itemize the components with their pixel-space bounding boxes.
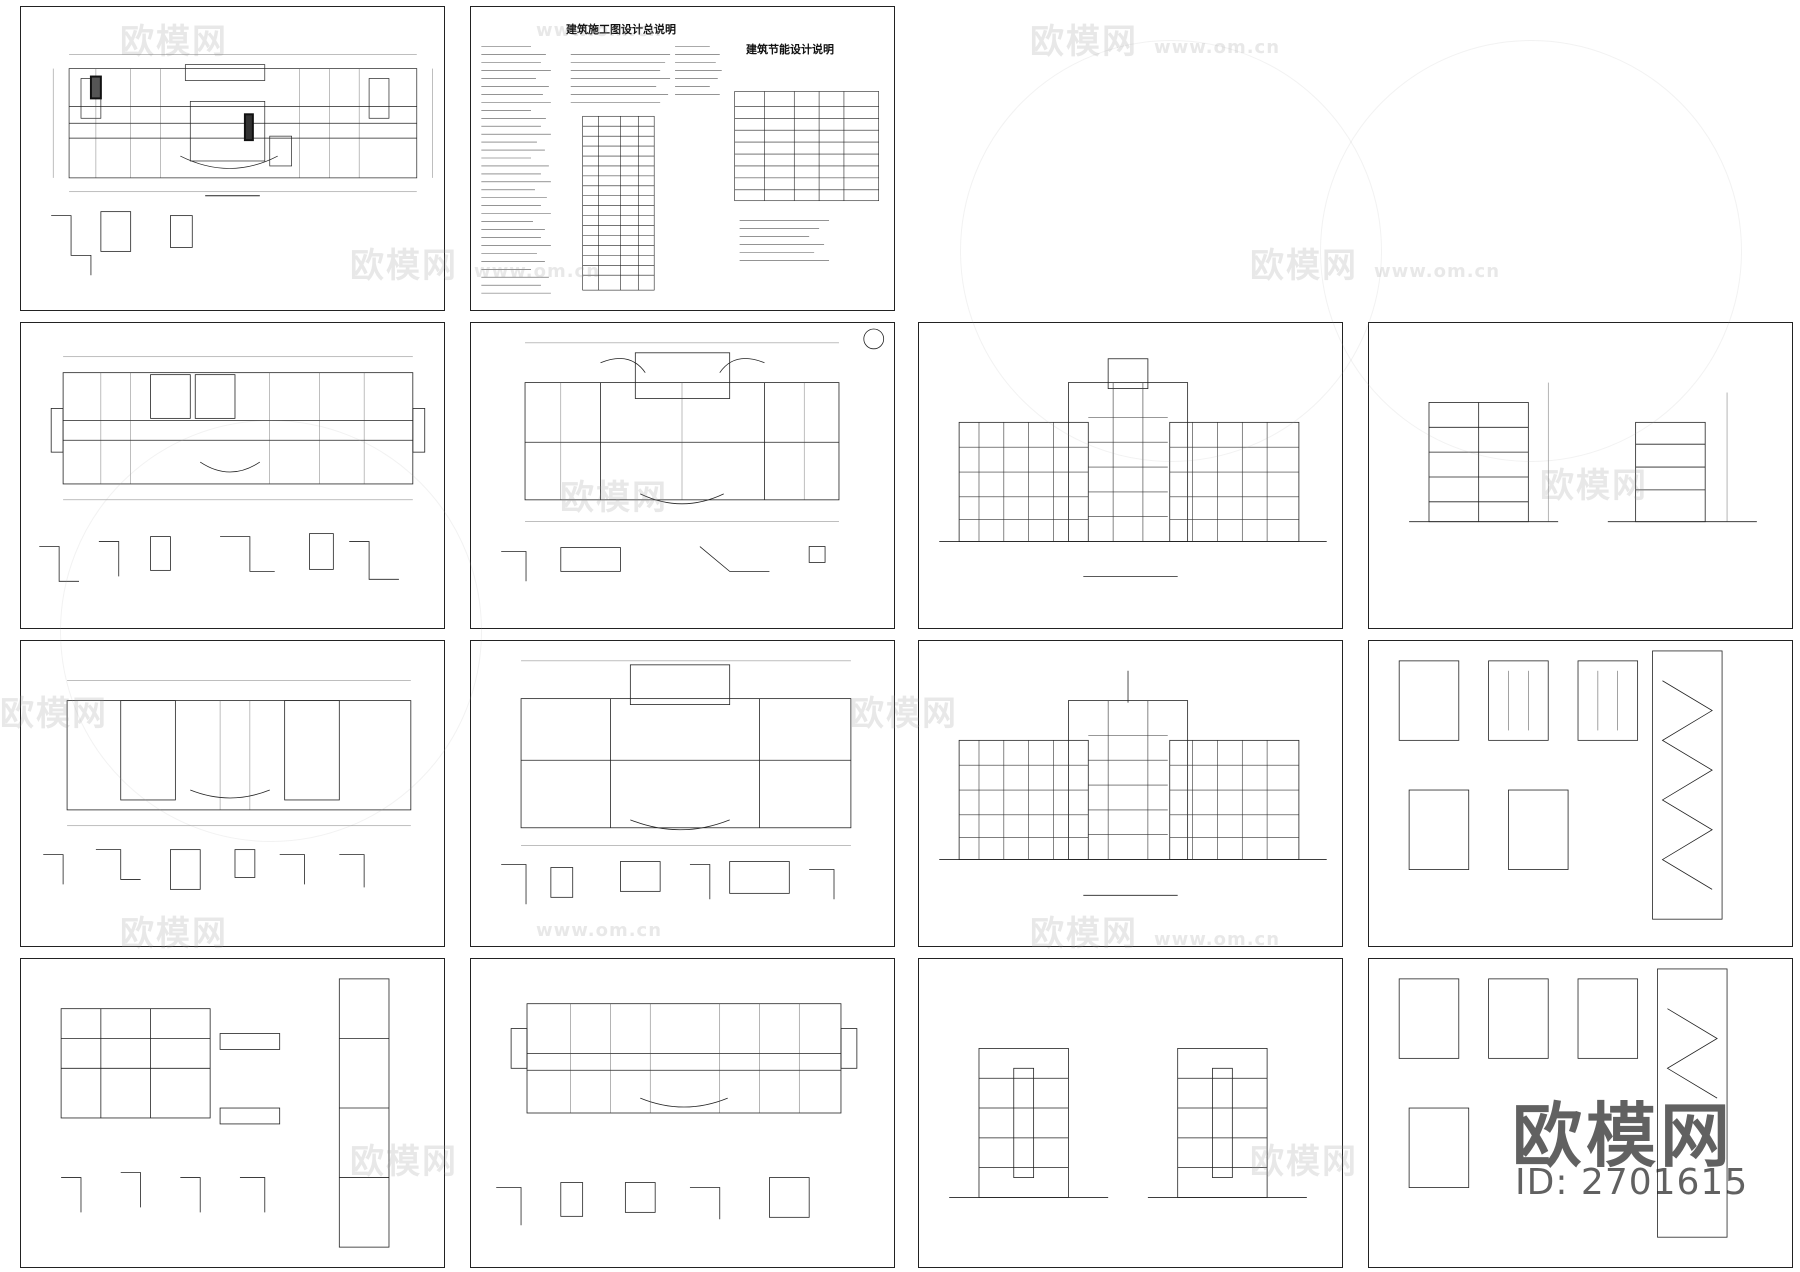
elevation-drawing [939,670,1327,896]
stair-detail-drawing [1398,650,1723,920]
floor-plan-drawing [39,356,426,582]
floor-plan-drawing [43,680,412,890]
drawing-sheet-third-floor-plan [20,640,445,947]
floor-plan-drawing [501,328,885,582]
floor-plan-drawing [496,1003,858,1226]
drawing-sheet-stair-details-b [1368,958,1793,1268]
floor-plan-drawing [51,54,433,276]
drawing-sheet-ground-floor-plan [20,6,445,311]
stair-detail-drawing [1398,968,1728,1238]
section-drawing [1409,382,1757,523]
notes-text-block [481,46,880,294]
floor-plan-drawing [501,660,852,905]
drawing-sheet-side-elevations [918,958,1343,1268]
elevation-drawing [949,1048,1307,1198]
brand-logo-text: 欧模网 [1512,1095,1734,1177]
drawing-sheet-first-floor-plan [470,322,895,629]
drawing-sheet-front-elevation [918,322,1343,629]
drawing-sheet-second-floor-plan [20,322,445,629]
drawing-sheet-design-notes: 建筑施工图设计总说明 建筑节能设计说明 [470,6,895,311]
drawing-sheet-first-floor-plan-detail [470,640,895,947]
drawing-sheet-sections [1368,322,1793,629]
energy-notes-title: 建筑节能设计说明 [746,43,834,56]
asset-id-label: ID: 2701615 [1515,1162,1749,1203]
drawing-sheet-fourth-floor-plan [470,958,895,1268]
drawing-sheet-roof-plan [20,958,445,1268]
design-notes-title: 建筑施工图设计总说明 [566,23,676,36]
drawing-sheet-rear-elevation [918,640,1343,947]
drawing-sheet-stair-details-a [1368,640,1793,947]
roof-plan-drawing [60,978,390,1248]
elevation-drawing [939,358,1327,577]
